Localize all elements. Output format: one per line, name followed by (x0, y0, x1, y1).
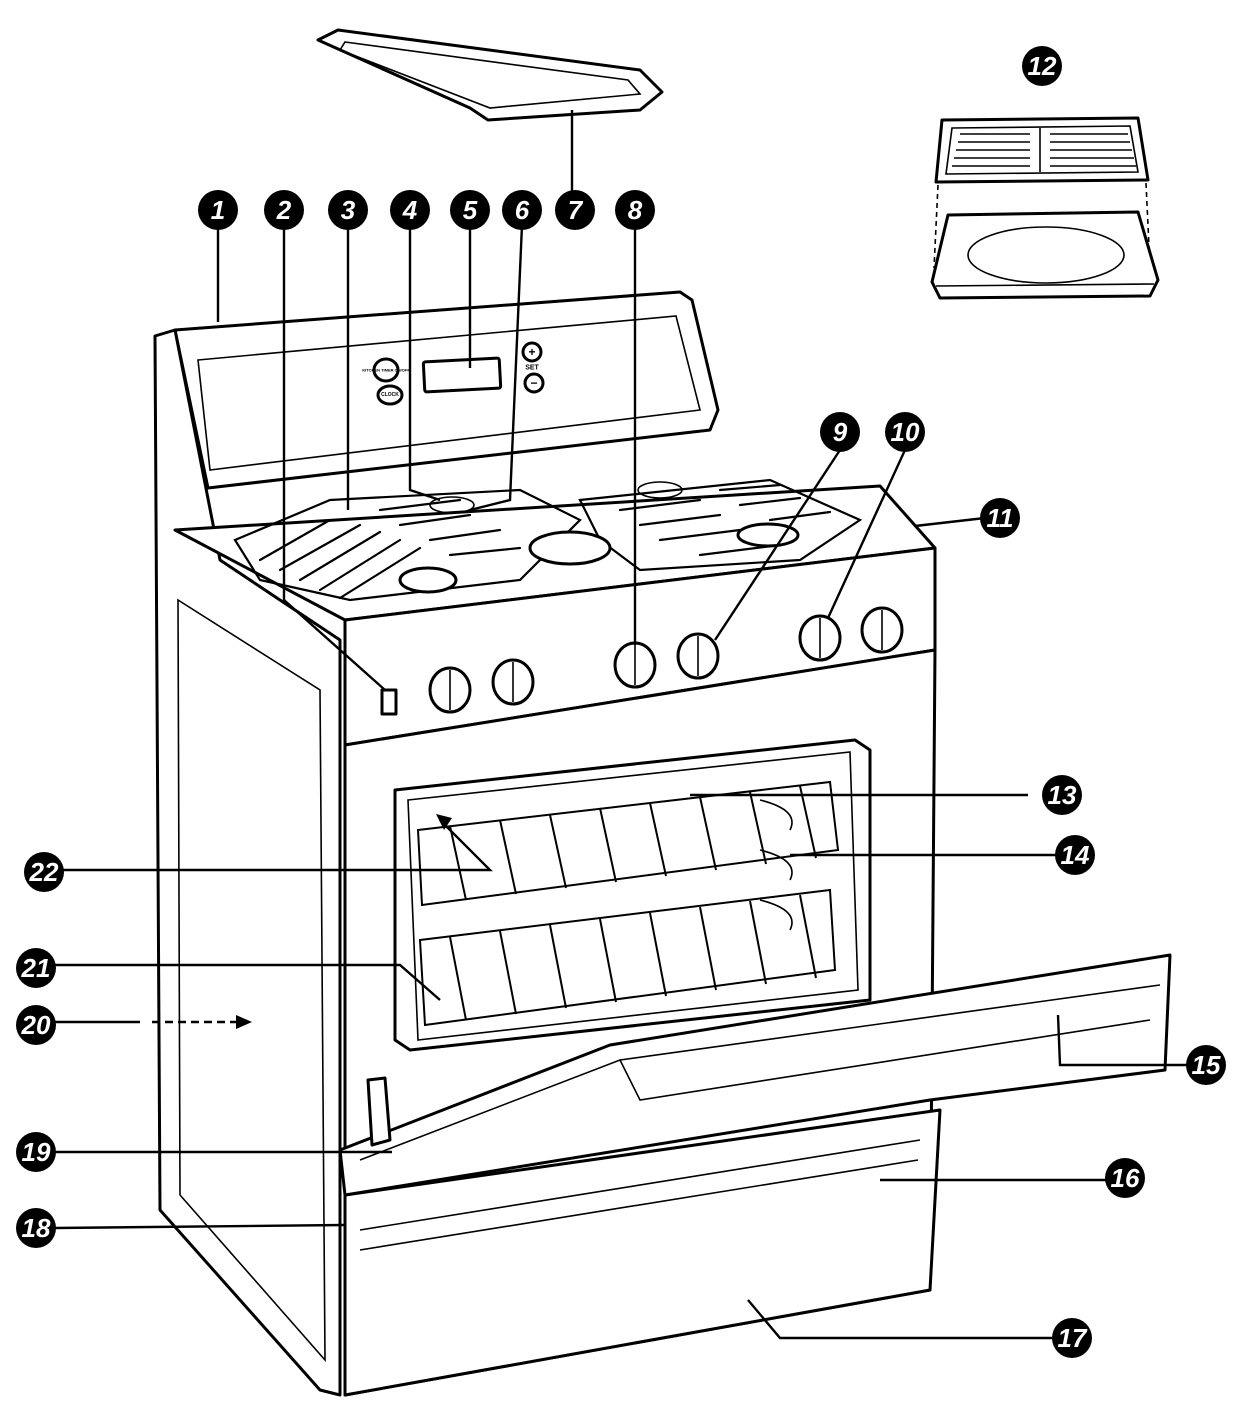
svg-text:3: 3 (341, 195, 356, 225)
callout-9: 9 (820, 412, 860, 452)
svg-text:19: 19 (22, 1137, 51, 1167)
griddle (316, 28, 664, 122)
svg-text:20: 20 (21, 1010, 51, 1040)
control-panel: KITCHEN TIMER ON/OFF CLOCK + SET − (362, 341, 545, 406)
svg-text:15: 15 (1192, 1050, 1221, 1080)
set-minus-button: − (523, 372, 545, 394)
knob-6 (860, 606, 904, 654)
callout-13: 13 (1042, 775, 1082, 815)
oven-racks (416, 780, 840, 1027)
callout-2: 2 (264, 190, 304, 230)
callout-6: 6 (502, 190, 542, 230)
callout-19: 19 (16, 1132, 56, 1172)
callout-21: 21 (16, 948, 56, 988)
svg-text:12: 12 (1028, 51, 1057, 81)
callout-1: 1 (198, 190, 238, 230)
callout-16: 16 (1105, 1158, 1145, 1198)
svg-text:7: 7 (568, 195, 584, 225)
callout-7: 7 (555, 190, 595, 230)
callout-20: 20 (16, 1005, 56, 1045)
kitchen-timer-button: KITCHEN TIMER ON/OFF (362, 357, 410, 383)
svg-text:10: 10 (891, 417, 920, 447)
knob-4 (676, 632, 720, 680)
callout-8: 8 (615, 190, 655, 230)
callouts: 1 2 3 4 5 6 7 8 9 10 11 12 13 14 15 16 1… (16, 46, 1226, 1358)
callout-14: 14 (1055, 835, 1095, 875)
svg-text:11: 11 (987, 503, 1014, 533)
control-knobs (380, 606, 904, 716)
burner-front-left (398, 566, 458, 594)
knob-5 (798, 614, 842, 662)
svg-text:+: + (528, 345, 535, 359)
svg-text:KITCHEN TIMER ON/OFF: KITCHEN TIMER ON/OFF (362, 368, 410, 373)
svg-text:2: 2 (276, 195, 292, 225)
callout-3: 3 (328, 190, 368, 230)
display-window (421, 356, 503, 394)
burner-center (528, 530, 612, 566)
callout-10: 10 (885, 412, 925, 452)
svg-text:21: 21 (21, 953, 51, 983)
knob-1 (428, 666, 472, 714)
oven-door (338, 953, 1172, 1197)
callout-18: 18 (16, 1208, 56, 1248)
svg-text:18: 18 (22, 1213, 51, 1243)
knob-3 (613, 641, 657, 689)
set-plus-button: + (521, 341, 543, 363)
burner-grates (233, 478, 863, 602)
svg-text:8: 8 (628, 195, 643, 225)
svg-text:CLOCK: CLOCK (381, 392, 399, 398)
callout-5: 5 (450, 190, 490, 230)
knob-2 (491, 658, 535, 706)
svg-text:16: 16 (1111, 1163, 1140, 1193)
svg-text:22: 22 (29, 857, 59, 887)
svg-text:6: 6 (515, 195, 530, 225)
light-switch (380, 688, 398, 716)
svg-text:4: 4 (402, 195, 418, 225)
svg-text:9: 9 (833, 417, 848, 447)
callout-15: 15 (1186, 1045, 1226, 1085)
svg-text:17: 17 (1058, 1323, 1088, 1353)
burner-front-right (736, 522, 800, 548)
callout-4: 4 (390, 190, 430, 230)
callout-11: 11 (980, 498, 1020, 538)
broiler-pan (930, 116, 1160, 300)
callout-12: 12 (1022, 46, 1062, 86)
clock-button: CLOCK (376, 384, 404, 406)
svg-text:−: − (530, 376, 537, 390)
svg-text:1: 1 (211, 195, 225, 225)
svg-text:14: 14 (1061, 840, 1090, 870)
leader-lines (54, 224, 1190, 1340)
callout-17: 17 (1052, 1318, 1092, 1358)
set-label: SET (525, 365, 539, 372)
svg-text:5: 5 (463, 195, 478, 225)
range-body (153, 290, 942, 1397)
svg-text:13: 13 (1048, 780, 1077, 810)
callout-22: 22 (24, 852, 64, 892)
